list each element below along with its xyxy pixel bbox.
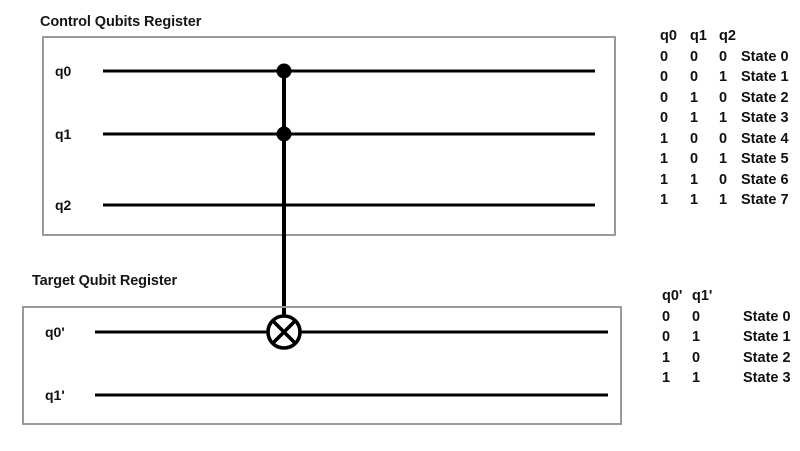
bit-cell: 1	[690, 89, 699, 106]
bit-cell: 0	[660, 48, 669, 65]
control-dot-q0	[276, 63, 292, 79]
target-register-box	[22, 306, 622, 425]
col-header-q1-prime: q1'	[692, 288, 713, 304]
col-header-q0: q0	[660, 28, 677, 44]
state-label: State 2	[743, 349, 791, 366]
col-header-q0-prime: q0'	[662, 288, 683, 304]
bit-cell: 0	[690, 130, 699, 147]
target-register-title: Target Qubit Register	[32, 273, 178, 289]
control-register-title: Control Qubits Register	[40, 14, 202, 30]
state-label: State 7	[741, 192, 789, 208]
state-label: State 5	[741, 151, 789, 167]
xor-gate-icon	[265, 313, 303, 351]
state-label: State 1	[743, 329, 791, 345]
bit-cell: 0	[719, 171, 728, 188]
state-label: State 3	[741, 110, 789, 126]
qubit-wire-q1	[103, 132, 595, 136]
bit-cell: 1	[690, 171, 699, 188]
qubit-wire-q0	[103, 69, 595, 73]
state-label: State 0	[743, 308, 791, 325]
bit-cell: 1	[662, 349, 671, 366]
col-header-q2: q2	[719, 28, 736, 44]
qubit-label-q0-prime: q0'	[45, 324, 65, 340]
bit-cell: 0	[690, 48, 699, 65]
bit-cell: 1	[662, 370, 671, 386]
bit-cell: 1	[660, 171, 669, 188]
bit-cell: 0	[660, 110, 669, 126]
col-header-q1: q1	[690, 28, 707, 44]
bit-cell: 1	[660, 192, 669, 208]
bit-cell: 0	[662, 308, 671, 325]
bit-cell: 1	[660, 130, 669, 147]
state-label: State 3	[743, 370, 791, 386]
state-label: State 6	[741, 171, 789, 188]
state-label: State 4	[741, 130, 789, 147]
bit-cell: 1	[692, 370, 701, 386]
state-label: State 1	[741, 69, 789, 85]
bit-cell: 1	[690, 192, 699, 208]
bit-cell: 0	[719, 48, 728, 65]
bit-cell: 0	[660, 89, 669, 106]
bit-cell: 0	[692, 308, 701, 325]
control-dot-q1	[276, 126, 292, 142]
bit-cell: 0	[719, 89, 728, 106]
bit-cell: 1	[692, 329, 701, 345]
qubit-label-q1-prime: q1'	[45, 387, 65, 403]
bit-cell: 1	[690, 110, 699, 126]
bit-cell: 0	[690, 69, 699, 85]
gate-control-bus-line	[282, 71, 286, 316]
bit-cell: 0	[692, 349, 701, 366]
state-label: State 0	[741, 48, 789, 65]
bit-cell: 1	[719, 110, 728, 126]
qubit-wire-q0-prime	[95, 330, 608, 334]
bit-cell: 1	[660, 151, 669, 167]
bit-cell: 1	[719, 151, 728, 167]
bit-cell: 0	[690, 151, 699, 167]
qubit-wire-q1-prime	[95, 393, 608, 397]
bit-cell: 0	[662, 329, 671, 345]
qubit-wire-q2	[103, 203, 595, 207]
qubit-label-q1: q1	[55, 126, 72, 142]
control-register-box	[42, 36, 616, 236]
bit-cell: 1	[719, 192, 728, 208]
bit-cell: 1	[719, 69, 728, 85]
bit-cell: 0	[719, 130, 728, 147]
bit-cell: 0	[660, 69, 669, 85]
qubit-label-q0: q0	[55, 63, 72, 79]
state-label: State 2	[741, 89, 789, 106]
qubit-label-q2: q2	[55, 197, 72, 213]
